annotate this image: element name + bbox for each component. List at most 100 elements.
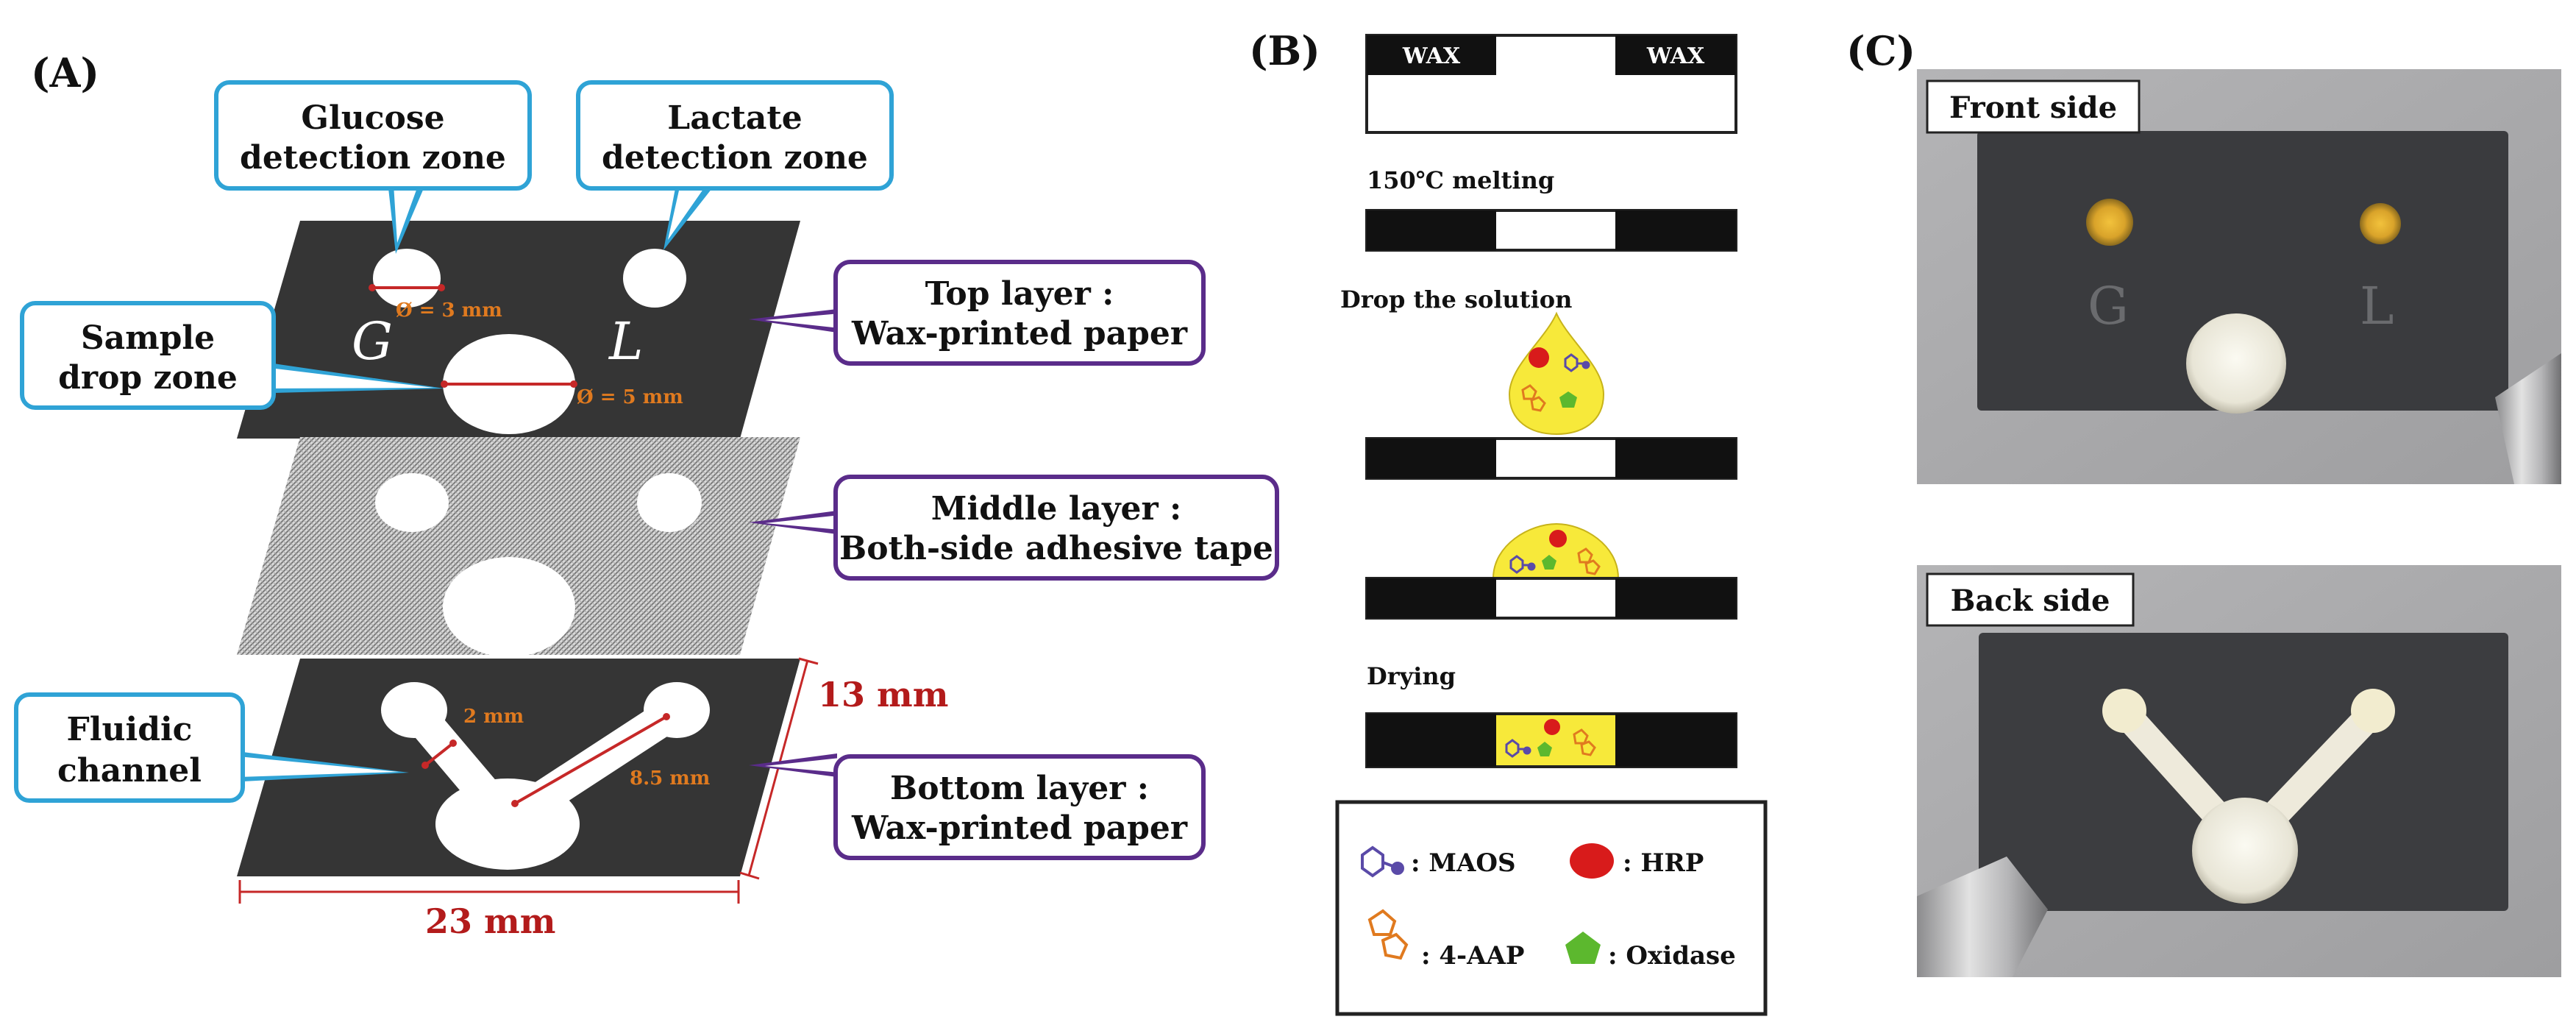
callout-sample-line1: Sample [81, 319, 215, 357]
top-layer-letter-l: L [608, 311, 643, 372]
legend-aap: : 4-AAP [1421, 941, 1524, 971]
dim-dot [663, 713, 670, 720]
wax-block-right [1615, 439, 1736, 478]
step-melting-label: 150℃ melting [1367, 166, 1554, 194]
size-dimensions: 23 mm 13 mm [238, 657, 948, 941]
middle-sample-hole [443, 557, 575, 657]
dim-dot [438, 284, 445, 291]
wax-block-left [1367, 210, 1496, 250]
front-letter-l: L [2360, 276, 2394, 336]
legend-hrp: : HRP [1623, 848, 1704, 878]
callout-glucose-line1: Glucose [301, 99, 444, 137]
reagent-legend: : MAOS : HRP : 4-AAP : Oxidase [1335, 800, 1768, 1016]
large-hole-dimension: Ø = 5 mm [577, 386, 683, 408]
callout-lactate: Lactate detection zone [576, 80, 894, 250]
layer-pointer-fill [765, 313, 840, 328]
oxidase-molecule [1537, 742, 1552, 756]
layer-label-top: Top layer : Wax-printed paper [749, 260, 1206, 366]
lactate-hole [623, 249, 686, 308]
back-lactate-end [2351, 689, 2395, 733]
callout-pointer [663, 188, 712, 250]
callout-glucose-line2: detection zone [240, 139, 506, 177]
tweezer-clip [2495, 353, 2561, 484]
wax-block-right [1615, 578, 1736, 618]
wax-block-left [1367, 578, 1496, 618]
layer-pointer-fill [765, 758, 840, 773]
front-side-label: Front side [1949, 91, 2117, 125]
step-drying-strip [1365, 712, 1737, 768]
callout-fluidic: Fluidic channel [14, 692, 409, 803]
solution-droplet [1508, 311, 1605, 436]
layer-box [833, 754, 1206, 860]
wax-label-left: WAX [1402, 43, 1461, 69]
maos-molecule [1564, 353, 1590, 372]
aap-molecule [1521, 384, 1546, 412]
dim-dot [570, 380, 577, 388]
callout-fluidic-line2: channel [57, 752, 202, 790]
wax-block-right [1615, 210, 1736, 250]
callout-lactate-line2: detection zone [602, 139, 868, 177]
panel-a: (A) G L Ø = 3 mm Ø = 5 mm [14, 49, 1279, 941]
wax-block-left [1367, 439, 1496, 478]
step-drying-label: Drying [1367, 662, 1456, 690]
aap-molecule [1573, 728, 1596, 756]
back-glucose-end [2102, 689, 2146, 733]
step-spreading [1365, 522, 1737, 620]
front-letter-g: G [2088, 276, 2129, 336]
height-tick [739, 871, 760, 880]
wax-block-left [1367, 714, 1496, 767]
panel-c-label: (C) [1846, 27, 1915, 74]
callout-fluidic-line1: Fluidic [67, 711, 193, 748]
tweezer-clip [1917, 856, 2048, 977]
panel-c: (C) G L Front side Back side [1846, 27, 2561, 977]
bottom-layer-line2: Wax-printed paper [851, 809, 1188, 847]
wax-block-right [1615, 714, 1736, 767]
callout-box [214, 80, 532, 191]
layer-label-bottom: Bottom layer : Wax-printed paper [749, 753, 1206, 860]
step-drop-strip [1365, 437, 1737, 480]
legend-aap-icon [1367, 909, 1409, 960]
channel-length-dimension: 8.5 mm [630, 767, 710, 790]
callout-box [576, 80, 894, 191]
legend-oxidase: : Oxidase [1608, 941, 1736, 971]
callout-sample-line2: drop zone [58, 359, 238, 397]
oxidase-molecule [1542, 555, 1556, 570]
callout-pointer-fill [238, 756, 399, 777]
small-hole-dimension: Ø = 3 mm [396, 299, 502, 322]
sample-spot [2186, 313, 2286, 414]
middle-layer-line2: Both-side adhesive tape [839, 530, 1273, 567]
callout-glucose: Glucose detection zone [214, 80, 532, 254]
layer-box [833, 475, 1279, 581]
callout-lactate-line1: Lactate [667, 99, 802, 137]
top-layer: G L Ø = 3 mm Ø = 5 mm [237, 221, 800, 439]
hrp-molecule [1529, 347, 1549, 368]
legend-box [1335, 800, 1768, 1016]
hrp-molecule [1549, 530, 1567, 547]
maos-molecule [1505, 739, 1531, 758]
step-drop-label: Drop the solution [1340, 285, 1572, 313]
back-side-photo: Back side [1917, 565, 2561, 977]
droplet-body [1508, 311, 1605, 436]
callout-pointer-fill [394, 184, 419, 243]
dim-dot [369, 284, 376, 291]
layer-pointer-fill [765, 515, 840, 530]
wax-block-left [1367, 35, 1496, 75]
wax-block-right [1615, 35, 1736, 75]
top-layer-letter-g: G [352, 311, 393, 372]
back-side-label: Back side [1951, 584, 2110, 618]
dim-dot [449, 740, 457, 747]
glucose-hole [373, 249, 441, 308]
middle-lactate-hole [637, 473, 702, 532]
dim-dot [441, 380, 448, 388]
wax-label-right: WAX [1646, 43, 1705, 69]
back-side-label-box [1926, 572, 2135, 627]
dim-dot [511, 800, 519, 807]
height-tick [798, 657, 819, 665]
panel-a-label: (A) [31, 49, 99, 96]
fluidic-channel-left-arm [397, 693, 524, 837]
lactate-spot [2360, 203, 2401, 244]
panel-b: (B) WAX WAX 150℃ melting Drop the soluti… [1249, 27, 1768, 1016]
glucose-spot [2086, 199, 2133, 246]
legend-maos: : MAOS [1411, 848, 1516, 878]
